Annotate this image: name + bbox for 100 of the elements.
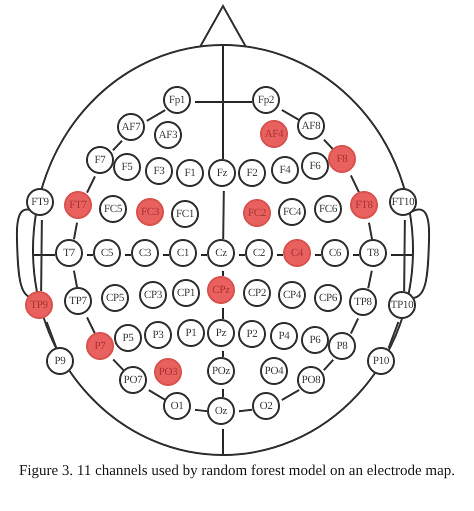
electrode: C5 (93, 239, 121, 267)
electrode: AF7 (117, 113, 145, 141)
electrode: CP1 (172, 279, 200, 307)
connector-line (222, 308, 224, 319)
electrode: Pz (207, 319, 235, 347)
electrode: P5 (114, 324, 142, 352)
selected-electrode: AF4 (260, 120, 288, 148)
connector-line (239, 254, 245, 256)
electrode: C3 (131, 239, 159, 267)
connector-line (148, 389, 166, 401)
electrode: F2 (238, 159, 266, 187)
electrode: C1 (169, 239, 197, 267)
selected-electrode: FC2 (243, 199, 271, 227)
connector-line (201, 254, 207, 256)
electrode: PO4 (260, 357, 288, 385)
electrode: F3 (145, 157, 173, 185)
connector-line (46, 322, 58, 348)
electrode: FT10 (389, 188, 417, 216)
selected-electrode: FC3 (136, 198, 164, 226)
electrode: CP4 (278, 281, 306, 309)
connector-line (368, 222, 374, 240)
electrode: POz (207, 357, 235, 385)
connector-line (388, 322, 400, 348)
connector-line (281, 109, 300, 121)
connector-line (222, 389, 224, 397)
electrode: TP7 (64, 287, 92, 315)
electrode: F6 (301, 152, 329, 180)
connector-line (86, 176, 96, 194)
selected-electrode: FT7 (64, 191, 92, 219)
electrode: AF3 (154, 121, 182, 149)
electrode: FC6 (314, 195, 342, 223)
connector-line (323, 359, 334, 371)
selected-electrode: P7 (86, 332, 114, 360)
electrode: CP6 (314, 284, 342, 312)
connector-line (112, 140, 123, 152)
electrode: F1 (176, 159, 204, 187)
connector-line (40, 220, 43, 292)
electrode: T8 (359, 239, 387, 267)
electrode: T7 (55, 239, 83, 267)
electrode: P6 (301, 326, 329, 354)
electrode: P2 (238, 320, 266, 348)
electrode: Fp2 (252, 86, 280, 114)
electrode: F7 (86, 146, 114, 174)
electrode: Fz (208, 159, 236, 187)
electrode: FC5 (99, 195, 127, 223)
selected-electrode: F8 (328, 145, 356, 173)
electrode: AF8 (297, 112, 325, 140)
electrode: PO7 (119, 366, 147, 394)
electrode: FC4 (278, 198, 306, 226)
electrode: O2 (252, 392, 280, 420)
electrode: TP8 (349, 288, 377, 316)
electrode: P4 (270, 322, 298, 350)
figure-caption: Figure 3. 11 channels used by random forest model on an electrode map. (18, 462, 456, 480)
electrode: C6 (321, 239, 349, 267)
electrode: P3 (144, 321, 172, 349)
electrode: P8 (328, 332, 356, 360)
connector-line (72, 222, 78, 240)
electrode: CP2 (243, 279, 271, 307)
connector-line (353, 254, 359, 256)
connector-line (125, 254, 131, 256)
connector-line (222, 351, 224, 357)
selected-electrode: FT8 (350, 191, 378, 219)
connector-line (350, 175, 360, 193)
electrode: PO8 (297, 366, 325, 394)
selected-electrode: C4 (283, 239, 311, 267)
connector-line (222, 271, 224, 276)
electrode: O1 (163, 392, 191, 420)
electrode: P10 (367, 347, 395, 375)
connector-line (146, 109, 166, 122)
connector-line (222, 190, 225, 240)
selected-electrode: PO3 (154, 358, 182, 386)
connector-line (281, 389, 300, 401)
electrode: P1 (177, 319, 205, 347)
connector-line (403, 220, 406, 292)
connector-line (194, 408, 208, 412)
connector-line (350, 318, 360, 334)
connector-line (87, 254, 93, 256)
electrode: FT9 (26, 188, 54, 216)
electrode: TP10 (388, 291, 416, 319)
electrode: FC1 (171, 200, 199, 228)
selected-electrode: CPz (207, 276, 235, 304)
electrode: CP3 (139, 281, 167, 309)
electrode: F4 (271, 156, 299, 184)
electrode: CP5 (101, 284, 129, 312)
connector-line (86, 316, 96, 334)
connector-line (315, 254, 321, 256)
connector-line (163, 254, 169, 256)
connector-line (323, 138, 334, 150)
connector-line (277, 254, 283, 256)
connector-line (367, 270, 373, 289)
electrode: C2 (245, 239, 273, 267)
connector-line (112, 358, 125, 372)
selected-electrode: TP9 (25, 291, 53, 319)
electrode: Cz (207, 239, 235, 267)
connector-line (195, 101, 252, 103)
electrode: Oz (207, 397, 235, 425)
connector-line (72, 270, 78, 288)
electrode: Fp1 (163, 86, 191, 114)
electrode: F5 (113, 153, 141, 181)
connector-line (238, 408, 252, 412)
